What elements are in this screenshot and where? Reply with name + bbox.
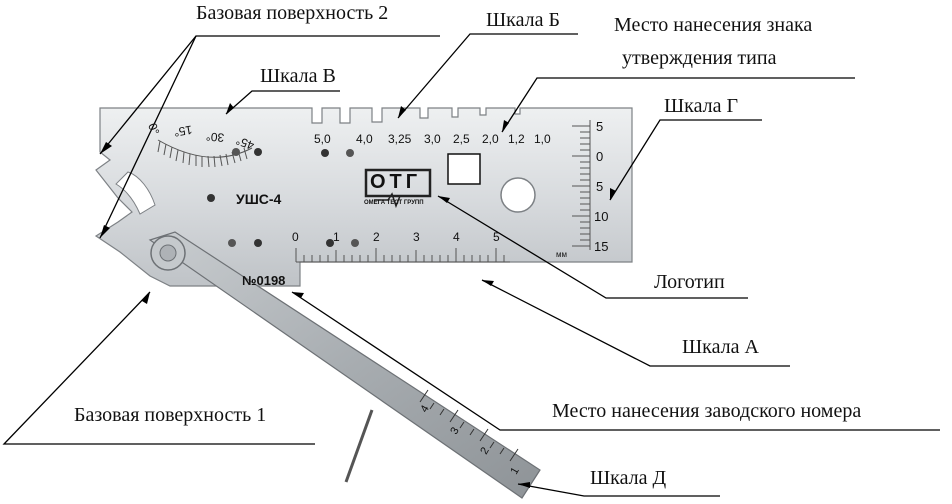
label-scale-b: Шкала Б — [486, 9, 560, 31]
hole — [346, 149, 354, 157]
scale-b-tick-label: 4,0 — [356, 132, 373, 146]
scale-b-tick-label: 2,0 — [482, 132, 499, 146]
label-logo: Логотип — [654, 271, 725, 293]
hole — [351, 239, 359, 247]
scale-a-tick-label: 4 — [453, 230, 460, 244]
scale-g-tick-label: 0 — [596, 149, 604, 164]
gauge-serial: №0198 — [242, 273, 286, 288]
logo-box — [364, 168, 432, 198]
arrowheads — [100, 103, 616, 488]
scale-b-tick-label: 3,25 — [388, 132, 412, 146]
scale-b-tick-label: 1,0 — [534, 132, 551, 146]
label-type-mark-line1: Место нанесения знака — [614, 14, 813, 36]
label-scale-a: Шкала А — [682, 336, 759, 358]
gauge-needle — [344, 409, 374, 483]
scale-b-tick-label: 3,0 — [424, 132, 441, 146]
hole — [254, 239, 262, 247]
label-base-surface-2: Базовая поверхность 2 — [196, 2, 389, 24]
scale-v-arc — [157, 139, 253, 158]
scale-b-tick-label: 1,2 — [508, 132, 525, 146]
scale-b-tick-label: 2,5 — [453, 132, 470, 146]
scale-v-tick-label: 30° — [205, 129, 225, 145]
large-hole — [500, 177, 536, 213]
scale-a-tick-label: 3 — [413, 230, 420, 244]
scale-g-tick-label: 5 — [596, 119, 604, 134]
hole — [321, 149, 329, 157]
label-scale-d: Шкала Д — [590, 467, 667, 489]
hole — [207, 194, 215, 202]
leader-lines — [2, 33, 940, 497]
hole — [228, 239, 236, 247]
gauge-model: УШС-4 — [236, 191, 282, 207]
hole — [326, 239, 334, 247]
scale-g-ticks — [572, 125, 590, 247]
label-serial-place: Место нанесения заводского номера — [552, 400, 862, 422]
logo-caption: ОМЕГА ТЕСТ ГРУПП — [364, 200, 424, 206]
label-scale-v: Шкала В — [260, 65, 336, 87]
scale-d-ticks — [419, 389, 519, 462]
type-mark-square — [447, 153, 481, 185]
logo-text: ОТГ — [370, 171, 422, 193]
label-type-mark-line2: утверждения типа — [622, 47, 777, 69]
label-base-surface-1: Базовая поверхность 1 — [74, 404, 267, 426]
scale-a-tick-label: 1 — [333, 230, 340, 244]
scale-a-unit: мм — [556, 250, 567, 259]
scale-a-tick-label: 0 — [292, 230, 299, 244]
gauge-arm — [148, 231, 541, 499]
scale-a-tick-label: 2 — [373, 230, 380, 244]
label-scale-g: Шкала Г — [664, 95, 739, 117]
hole — [254, 148, 262, 156]
scale-g-tick-label: 10 — [594, 209, 609, 224]
scale-a-tick-label: 5 — [493, 230, 500, 244]
scale-a-ticks — [295, 248, 505, 262]
scale-v-tick-label: 15° — [172, 122, 194, 140]
scale-g-tick-label: 15 — [594, 239, 609, 254]
scale-g-tick-label: 5 — [596, 179, 604, 194]
hole — [232, 148, 240, 156]
logo-wave — [374, 192, 420, 209]
scale-b-tick-label: 5,0 — [314, 132, 331, 146]
